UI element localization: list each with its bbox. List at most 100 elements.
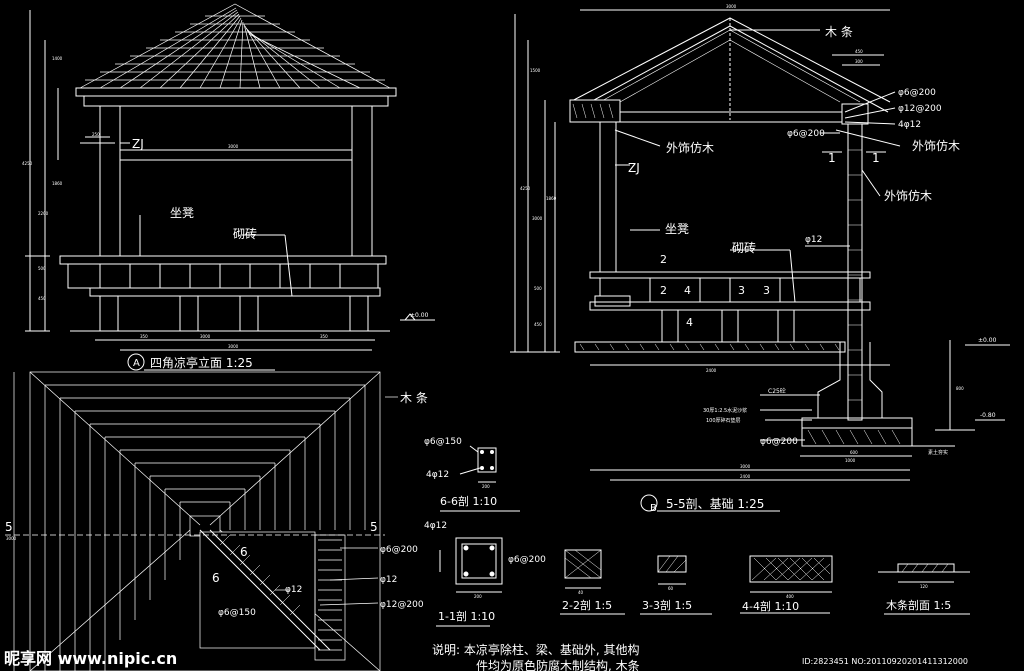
num-2b: 2 (660, 284, 667, 297)
sec-4-title: 4-4剖 1:10 (742, 599, 799, 613)
dim-s-w-450: 450 (855, 49, 863, 54)
bench-label-right: 坐凳 (665, 221, 689, 236)
dim-e-b2: 3000 (200, 334, 211, 339)
dim-s-w-top: 3000 (726, 4, 737, 9)
soil-label: 素土夯实 (928, 449, 948, 456)
wood-finish-label-2: 外饰仿木 (912, 139, 960, 153)
bench-label-left: 坐凳 (170, 205, 194, 220)
dim-sec-3: 60 (668, 586, 674, 591)
section-4-4 (740, 555, 833, 614)
sec-6-title: 6-6剖 1:10 (440, 494, 497, 508)
cut-mark-1a: 1 (828, 151, 836, 165)
dim-e-w-inner: 3000 (228, 144, 239, 149)
plan-rebar-3: φ12@200 (380, 600, 424, 610)
note-line-2: 件均为原色防腐木制结构, 木条 (476, 658, 640, 671)
section-2-2 (560, 549, 625, 615)
dim-s-h6: 450 (534, 322, 542, 327)
brick-label-right: 砌砖 (732, 240, 756, 255)
rebar-top-1: φ6@200 (898, 88, 936, 98)
dim-e-h7: 250 (92, 132, 100, 137)
num-3b: 3 (763, 284, 770, 297)
section-3-3 (640, 555, 712, 615)
level-zero-left: ±0.00 (410, 312, 429, 319)
elevation-title: 四角凉亭立面 1:25 (150, 355, 253, 370)
brick-label-left: 砌砖 (233, 226, 257, 241)
plan-cut-left: 5 (5, 520, 13, 534)
plan-rebar-1: φ6@200 (380, 545, 418, 555)
foundation-concrete: C25砼 (768, 387, 786, 395)
dim-e-h6: 500 (38, 266, 46, 271)
plan-rebar-4: φ12 (285, 585, 302, 595)
note-line-1: 说明: 本凉亭除柱、梁、基础外, 其他构 (432, 642, 640, 657)
dim-s-h4: 1860 (546, 196, 557, 201)
plan-rebar-2: φ12 (380, 575, 397, 585)
rebar-mid: φ6@200 (787, 129, 825, 139)
dim-s-h7: 800 (956, 386, 964, 391)
wood-finish-label-1: 外饰仿木 (666, 141, 714, 155)
foundation-layer-1: 30厚1:2.5水泥沙浆 (703, 407, 747, 414)
dim-e-b1: 350 (140, 334, 148, 339)
sec-6-rebar-1: φ6@150 (424, 437, 462, 447)
sec-1-title: 1-1剖 1:10 (438, 609, 495, 623)
roof-plan (5, 371, 398, 671)
dim-purlin: 120 (920, 584, 928, 589)
num-3a: 3 (738, 284, 745, 297)
level-zero-right: ±0.00 (978, 337, 997, 344)
dim-s-w-3000: 3000 (740, 464, 751, 469)
cut-mark-1b: 1 (872, 151, 880, 165)
num-2a: 2 (660, 253, 667, 266)
num-4a: 4 (684, 284, 691, 297)
section-mark: B (650, 503, 657, 514)
dim-sec-6: 200 (482, 484, 490, 489)
section-6-6 (440, 445, 520, 512)
sec-1-rebar-2: φ6@200 (508, 555, 546, 565)
dim-e-w-total: 3000 (228, 344, 239, 349)
dim-s-w-300: 300 (855, 59, 863, 64)
purlin-label-top: 木 条 (825, 25, 853, 39)
dim-e-h2: 2200 (38, 211, 49, 216)
dim-s-h3: 4250 (520, 186, 531, 191)
num-4b: 4 (686, 316, 693, 329)
rebar-top-2: φ12@200 (898, 104, 942, 114)
dim-s-h1: 1500 (530, 68, 541, 73)
dim-e-h1: 1400 (52, 56, 63, 61)
elevation-a (25, 3, 435, 371)
section-title: 5-5剖、基础 1:25 (666, 497, 764, 511)
sec-1-rebar-1: 4φ12 (424, 521, 447, 531)
plan-num-6b: 6 (212, 571, 220, 585)
plan-num-6a: 6 (240, 545, 248, 559)
dim-s-h5: 500 (534, 286, 542, 291)
dim-e-h3: 1860 (52, 181, 63, 186)
watermark-logo: 昵享网 www.nipic.cn (4, 649, 177, 668)
dim-s-w-2400: 2400 (740, 474, 751, 479)
section-b (510, 9, 1010, 512)
rebar-column: φ12 (805, 235, 822, 245)
purlin-section-title: 木条剖面 1:5 (886, 598, 951, 612)
purlin-section (878, 563, 970, 615)
dim-e-h5: 450 (38, 296, 46, 301)
dim-e-h4: 4250 (22, 161, 33, 166)
dim-s-f1: 600 (850, 450, 858, 455)
rebar-foundation: φ6@200 (760, 437, 798, 447)
plan-rebar-5: φ6@150 (218, 608, 256, 618)
elevation-mark: A (133, 358, 140, 369)
plan-cut-right: 5 (370, 520, 378, 534)
purlin-label-plan: 木 条 (400, 391, 428, 405)
sec-3-title: 3-3剖 1:5 (642, 598, 692, 612)
dim-plan: 3000 (6, 536, 17, 541)
zj-label-right: ZJ (628, 161, 640, 175)
section-1-1 (436, 537, 503, 627)
zj-label-left: ZJ (132, 137, 144, 151)
rebar-top-3: 4φ12 (898, 120, 921, 130)
wood-finish-label-3: 外饰仿木 (884, 189, 932, 203)
dim-e-b3: 350 (320, 334, 328, 339)
foundation-layer-2: 100厚碎石垫层 (706, 417, 741, 424)
sec-6-rebar-2: 4φ12 (426, 470, 449, 480)
dim-s-h2: 3000 (532, 216, 543, 221)
sec-2-title: 2-2剖 1:5 (562, 598, 612, 612)
elevation-roof (79, 3, 391, 89)
dim-sec-4: 400 (786, 594, 794, 599)
dim-s-f2: 1000 (845, 458, 856, 463)
dim-s-f3: 2400 (706, 368, 717, 373)
